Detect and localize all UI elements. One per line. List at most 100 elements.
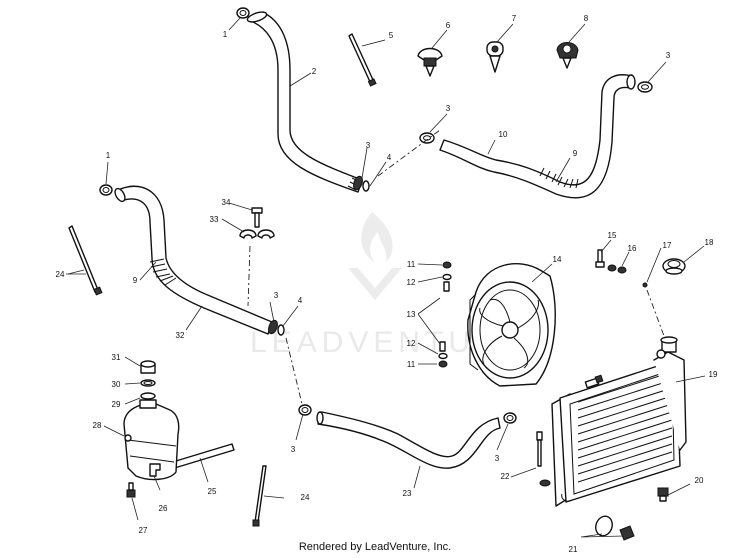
hose-sleeve-9-top[interactable] — [539, 167, 579, 189]
bolt-15[interactable] — [595, 249, 605, 268]
clamp-3-hose32-end[interactable] — [267, 319, 279, 335]
callout-4-top: 4 — [387, 153, 392, 162]
callout-18: 18 — [705, 238, 714, 247]
radiator-cap-18[interactable] — [662, 258, 686, 275]
callout-1-top: 1 — [223, 30, 228, 39]
foam-pad-21[interactable] — [593, 514, 615, 538]
callout-3-upper-mid: 3 — [446, 104, 451, 113]
connection-line-bracket — [247, 245, 251, 307]
callout-32: 32 — [176, 331, 185, 340]
cable-tie-24-bottom[interactable] — [252, 465, 267, 527]
clamp-3-hose2-end[interactable] — [352, 175, 364, 191]
callout-4-left: 4 — [298, 296, 303, 305]
connection-line-cap — [646, 289, 665, 337]
callout-7: 7 — [512, 14, 517, 23]
leader-lines — [66, 17, 706, 538]
clamp-3-hose23-right[interactable] — [503, 412, 517, 424]
callout-28: 28 — [93, 421, 102, 430]
clip-6[interactable] — [417, 47, 443, 77]
clamp-1-top[interactable] — [236, 7, 250, 19]
callout-14: 14 — [553, 255, 562, 264]
callout-13: 13 — [407, 310, 416, 319]
callout-8: 8 — [584, 14, 589, 23]
callout-10: 10 — [499, 130, 508, 139]
bracket-33[interactable] — [239, 229, 275, 239]
callout-19: 19 — [709, 370, 718, 379]
hose-23[interactable] — [316, 411, 501, 469]
connection-line-lower — [285, 337, 303, 405]
nut-11-bottom[interactable] — [438, 360, 448, 368]
grommet-13-bottom[interactable] — [439, 341, 446, 352]
callout-33: 33 — [210, 215, 219, 224]
callout-21: 21 — [569, 545, 578, 554]
callout-17: 17 — [663, 241, 672, 250]
callout-34: 34 — [222, 198, 231, 207]
callout-20: 20 — [695, 476, 704, 485]
callout-31: 31 — [112, 353, 121, 362]
washer-17[interactable] — [642, 282, 648, 288]
radiator-19[interactable] — [551, 351, 687, 507]
hose-10[interactable] — [439, 74, 636, 199]
callout-3-upper-right: 3 — [666, 51, 671, 60]
callout-9-top: 9 — [573, 149, 578, 158]
callout-24-left: 24 — [56, 270, 65, 279]
reservoir-cap-31[interactable] — [140, 360, 156, 374]
callout-16: 16 — [628, 244, 637, 253]
clip-8[interactable] — [556, 42, 579, 69]
grommet-16[interactable] — [607, 264, 627, 274]
clamp-1-left[interactable] — [99, 184, 113, 196]
callout-27: 27 — [139, 526, 148, 535]
fitting-21[interactable] — [619, 525, 635, 541]
fitting-26[interactable] — [149, 463, 161, 477]
hose-sleeve-9-left[interactable] — [149, 258, 177, 286]
callout-22: 22 — [501, 472, 510, 481]
callout-1-left: 1 — [106, 151, 111, 160]
gasket-29[interactable] — [140, 392, 156, 400]
callout-12-top: 12 — [407, 278, 416, 287]
callout-24-bottom: 24 — [301, 493, 310, 502]
fan-assembly-14[interactable] — [467, 263, 556, 387]
cable-tie-24-left[interactable] — [68, 225, 103, 296]
hose-2[interactable] — [246, 10, 363, 193]
callout-25: 25 — [208, 487, 217, 496]
callout-3-hose23-right: 3 — [495, 454, 500, 463]
clamp-3-hose23-left[interactable] — [298, 404, 312, 416]
clamp-3-upper-mid[interactable] — [419, 132, 435, 144]
footer-credit: Rendered by LeadVenture, Inc. — [298, 541, 452, 553]
hose-32[interactable] — [113, 185, 273, 335]
fitting-4-left[interactable] — [277, 324, 285, 336]
grommet-22-lower[interactable] — [539, 479, 551, 487]
callout-3-hose32: 3 — [274, 291, 279, 300]
callout-3-hose2: 3 — [366, 141, 371, 150]
coolant-reservoir-28[interactable] — [123, 399, 180, 481]
clip-7[interactable] — [486, 41, 504, 73]
callout-6: 6 — [446, 21, 451, 30]
fitting-27[interactable] — [126, 482, 136, 498]
bolt-34[interactable] — [251, 207, 263, 228]
callout-23: 23 — [403, 489, 412, 498]
callout-11-top: 11 — [407, 260, 416, 269]
washer-12-bottom[interactable] — [438, 352, 448, 360]
callout-29: 29 — [112, 400, 121, 409]
connection-line-top — [377, 129, 441, 177]
callout-12-bottom: 12 — [407, 339, 416, 348]
sensor-22[interactable] — [536, 431, 543, 467]
fitting-4-top[interactable] — [362, 180, 370, 192]
grommet-13-top[interactable] — [443, 281, 450, 292]
callout-2: 2 — [312, 67, 317, 76]
drain-plug-20[interactable] — [657, 487, 669, 502]
washer-12-top[interactable] — [442, 273, 452, 281]
cable-tie-5[interactable] — [348, 33, 377, 87]
callout-15: 15 — [608, 231, 617, 240]
clamp-3-upper-right[interactable] — [637, 81, 653, 93]
callout-labels: 1 1 2 3 3 3 3 3 3 4 4 5 6 7 8 9 9 10 11 … — [56, 14, 718, 554]
callout-9-left: 9 — [133, 276, 138, 285]
callout-5: 5 — [389, 31, 394, 40]
callout-30: 30 — [112, 380, 121, 389]
nut-11-top[interactable] — [442, 261, 452, 269]
radiator-neck[interactable] — [656, 336, 678, 359]
gasket-30[interactable] — [140, 379, 156, 387]
callout-26: 26 — [159, 504, 168, 513]
callout-11-bottom: 11 — [407, 360, 416, 369]
